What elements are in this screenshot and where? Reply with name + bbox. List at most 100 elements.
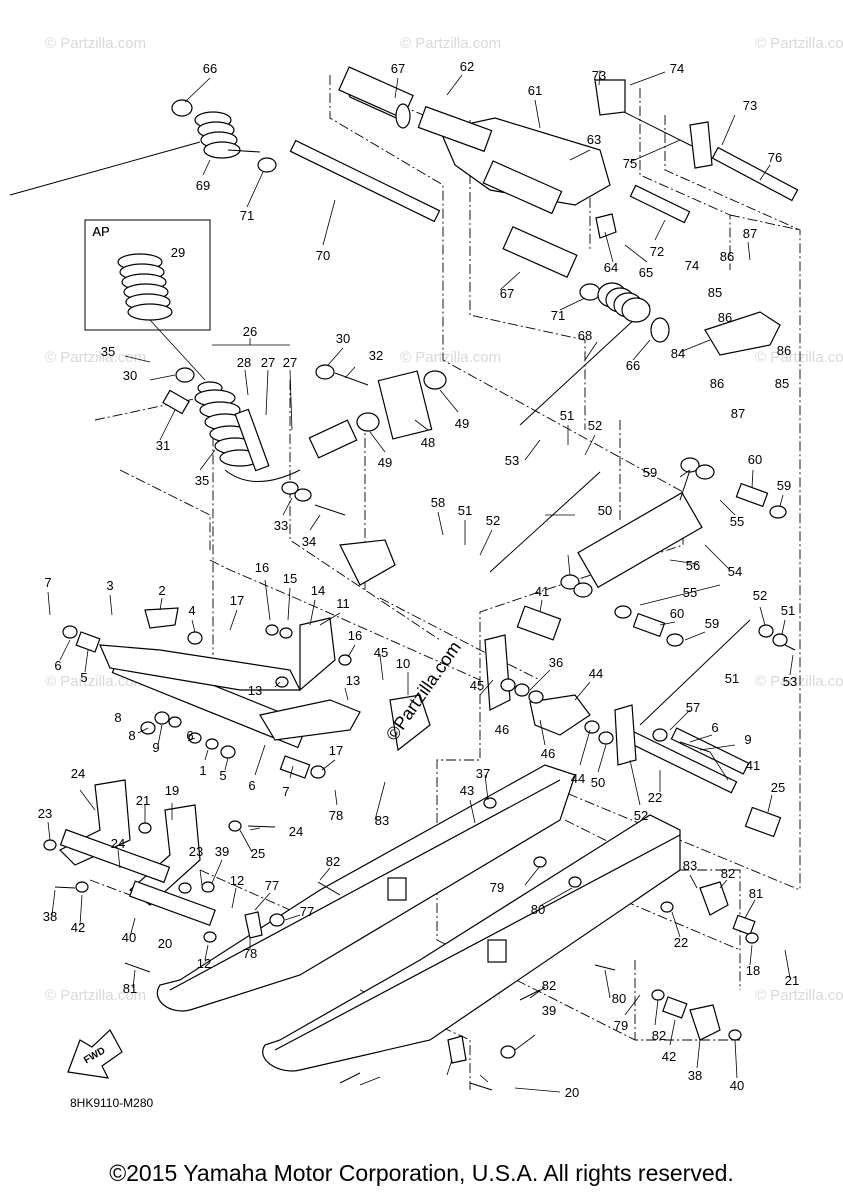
watermark: © Partzilla.com: [755, 673, 843, 690]
part-number-label: 45: [374, 645, 388, 660]
part-number-label: 76: [768, 150, 782, 165]
part-number-label: 44: [589, 666, 603, 681]
part-number-label: 43: [460, 783, 474, 798]
part-number-label: 74: [670, 61, 684, 76]
part-number-label: 35: [195, 473, 209, 488]
part-number-label: 61: [528, 83, 542, 98]
part-number-label: 7: [282, 784, 289, 799]
ap-label: AP: [92, 224, 109, 239]
part-number-label: 87: [731, 406, 745, 421]
part-number-label: 46: [541, 746, 555, 761]
part-number-label: 45: [470, 678, 484, 693]
part-number-label: 87: [743, 226, 757, 241]
part-number-label: 44: [571, 771, 585, 786]
part-number-label: 71: [240, 208, 254, 223]
fwd-arrow: FWD: [67, 1029, 123, 1079]
part-number-label: 81: [123, 981, 137, 996]
part-number-label: 60: [748, 452, 762, 467]
part-number-label: 73: [592, 68, 606, 83]
part-number-label: 85: [708, 285, 722, 300]
part-number-label: 53: [783, 674, 797, 689]
front-arm: [62, 539, 431, 779]
copyright-notice: ©2015 Yamaha Motor Corporation, U.S.A. A…: [109, 1160, 734, 1186]
part-number-label: 12: [197, 956, 211, 971]
part-number-label: 30: [336, 331, 350, 346]
part-number-label: 59: [777, 478, 791, 493]
part-number-label: 51: [560, 408, 574, 423]
part-number-label: 33: [274, 518, 288, 533]
part-number-label: 14: [311, 583, 325, 598]
part-number-label: 21: [785, 973, 799, 988]
part-number-label: 5: [80, 670, 87, 685]
part-number-label: 13: [248, 683, 262, 698]
part-number-label: 5: [219, 768, 226, 783]
part-number-label: 6: [54, 658, 61, 673]
watermark: © Partzilla.com: [755, 349, 843, 366]
part-number-label: 49: [378, 455, 392, 470]
front-shock: [162, 364, 369, 516]
part-number-label: 59: [643, 465, 657, 480]
part-number-label: 4: [188, 603, 195, 618]
part-number-label: 48: [421, 435, 435, 450]
watermark: © Partzilla.com: [755, 35, 843, 52]
part-number-label: 60: [670, 606, 684, 621]
part-number-label: 82: [542, 978, 556, 993]
part-number-label: 24: [71, 766, 85, 781]
torsion-spring-left: [9, 99, 261, 196]
part-number-label: 15: [283, 571, 297, 586]
part-number-label: 17: [230, 593, 244, 608]
part-number-label: 86: [718, 310, 732, 325]
part-number-label: 39: [542, 1003, 556, 1018]
part-number-label: 51: [458, 503, 472, 518]
part-number-label: 22: [674, 935, 688, 950]
part-number-label: 67: [500, 286, 514, 301]
part-number-label: 41: [746, 758, 760, 773]
part-number-label: 40: [730, 1078, 744, 1093]
part-number-label: 52: [588, 418, 602, 433]
lower-arm: [43, 779, 276, 943]
part-number-label: 57: [686, 700, 700, 715]
ap-inset: AP: [84, 219, 211, 381]
part-number-label: 73: [743, 98, 757, 113]
part-number-label: 6: [248, 778, 255, 793]
part-number-label: 82: [326, 854, 340, 869]
diagram-code: 8HK9110-M280: [70, 1096, 153, 1110]
part-number-label: 24: [289, 824, 303, 839]
part-number-label: 30: [123, 368, 137, 383]
part-number-label: 6: [186, 728, 193, 743]
part-number-label: 86: [777, 343, 791, 358]
part-number-label: 32: [369, 348, 383, 363]
part-number-label: 80: [531, 902, 545, 917]
part-number-label: 82: [652, 1028, 666, 1043]
part-number-label: 85: [775, 376, 789, 391]
part-number-label: 64: [604, 260, 618, 275]
watermark: © Partzilla.com: [45, 987, 146, 1004]
part-number-label: 25: [771, 780, 785, 795]
rear-shock: [560, 457, 787, 647]
part-number-label: 11: [336, 596, 350, 611]
watermark: © Partzilla.com: [45, 349, 146, 366]
part-number-label: 81: [749, 886, 763, 901]
part-number-label: 49: [455, 416, 469, 431]
part-number-label: 17: [329, 743, 343, 758]
part-number-label: 71: [551, 308, 565, 323]
part-number-label: 58: [431, 495, 445, 510]
part-number-label: 23: [38, 806, 52, 821]
part-number-label: 69: [196, 178, 210, 193]
part-number-label: 66: [203, 61, 217, 76]
part-number-label: 51: [725, 671, 739, 686]
part-number-label: 78: [243, 946, 257, 961]
part-number-label: 10: [396, 656, 410, 671]
part-number-label: 24: [111, 836, 125, 851]
part-number-label: 66: [626, 358, 640, 373]
part-number-label: 38: [43, 909, 57, 924]
part-number-label: 52: [486, 513, 500, 528]
upper-arm: [417, 79, 713, 239]
part-number-label: 22: [648, 790, 662, 805]
part-number-label: 59: [705, 616, 719, 631]
part-number-label: 9: [152, 740, 159, 755]
part-number-label: 63: [587, 132, 601, 147]
part-number-label: 67: [391, 61, 405, 76]
part-number-label: 8: [128, 728, 135, 743]
